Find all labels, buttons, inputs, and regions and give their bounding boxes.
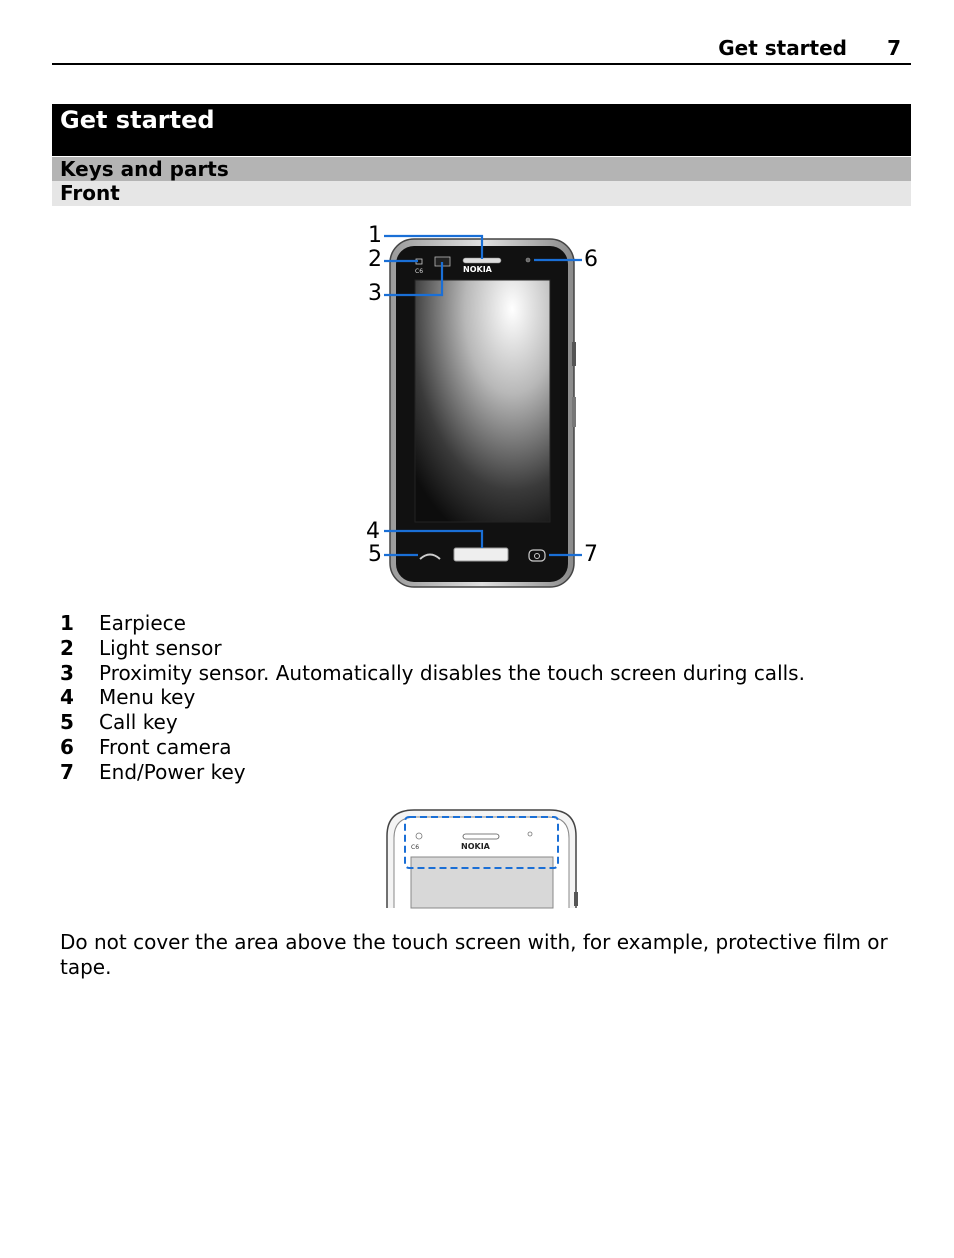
sensor-area-figure: C6 NOKIA: [384, 806, 580, 910]
front-camera: [527, 831, 533, 837]
running-header-title: Get started: [718, 36, 847, 60]
usage-note: Do not cover the area above the touch sc…: [60, 930, 888, 979]
callout-5: 5: [368, 542, 382, 567]
chapter-title: Get started: [60, 106, 215, 134]
model-label: C6: [415, 268, 423, 275]
list-item: 7 End/Power key: [60, 760, 910, 785]
section-heading: Keys and parts: [52, 157, 911, 181]
callout-lines: [384, 234, 582, 557]
page-number: 7: [887, 36, 901, 60]
callout-1: 1: [368, 223, 382, 248]
phone-front-figure: C6 NOKIA 1 2 3 4 5 6 7: [362, 222, 602, 592]
side-key: [572, 342, 576, 366]
section-title: Keys and parts: [60, 157, 229, 181]
touch-screen: [414, 279, 551, 523]
chapter-heading: Get started: [52, 104, 911, 156]
list-item: 1 Earpiece: [60, 611, 910, 636]
key-list: 1 Earpiece 2 Light sensor 3 Proximity se…: [60, 611, 910, 785]
front-camera: [525, 257, 531, 263]
list-item: 6 Front camera: [60, 735, 910, 760]
item-number: 5: [60, 710, 74, 735]
item-number: 4: [60, 685, 74, 710]
screen-area: [410, 856, 554, 909]
item-label: End/Power key: [99, 759, 246, 784]
list-item: 5 Call key: [60, 710, 910, 735]
item-label: Proximity sensor. Automatically disables…: [99, 660, 805, 685]
callout-line-4: [384, 529, 484, 548]
light-sensor: [415, 832, 423, 840]
item-label: Menu key: [99, 685, 196, 710]
item-number: 2: [60, 635, 74, 660]
callout-4: 4: [366, 519, 380, 544]
callout-line-3: [384, 262, 444, 297]
menu-key: [453, 547, 509, 562]
callout-line-1: [384, 234, 484, 259]
callout-7: 7: [584, 542, 598, 567]
earpiece: [462, 833, 500, 840]
keep-clear-area: [404, 816, 559, 869]
running-header: Get started 7: [52, 36, 911, 65]
callout-6: 6: [584, 247, 598, 272]
sensor-area-illustration: C6 NOKIA: [386, 809, 578, 909]
callout-2: 2: [368, 247, 382, 272]
item-number: 6: [60, 734, 74, 759]
item-label: Light sensor: [99, 635, 222, 660]
item-label: Call key: [99, 710, 178, 735]
item-number: 3: [60, 660, 74, 685]
brand-logo: NOKIA: [463, 265, 493, 274]
list-item: 4 Menu key: [60, 685, 910, 710]
end-key: [528, 549, 546, 562]
list-item: 2 Light sensor: [60, 636, 910, 661]
call-key-icon: [419, 553, 441, 560]
subsection-heading: Front: [52, 181, 911, 206]
subsection-title: Front: [60, 181, 120, 205]
phone-front-illustration: C6 NOKIA: [384, 234, 582, 588]
item-number: 1: [60, 611, 74, 635]
side-key: [574, 892, 578, 906]
item-label: Earpiece: [99, 611, 186, 635]
power-icon: [534, 553, 540, 559]
item-number: 7: [60, 759, 74, 784]
callout-3: 3: [368, 281, 382, 306]
brand-logo: NOKIA: [461, 842, 491, 851]
volume-key: [572, 397, 576, 427]
model-label: C6: [411, 844, 419, 851]
list-item: 3 Proximity sensor. Automatically disabl…: [60, 661, 910, 686]
item-label: Front camera: [99, 734, 232, 759]
